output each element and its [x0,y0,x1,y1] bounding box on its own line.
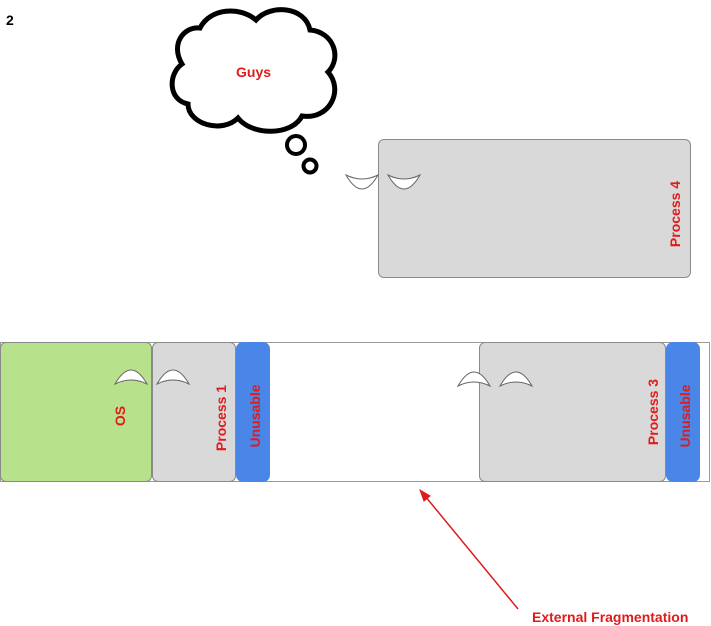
process4-block [378,139,691,278]
slide-number: 2 [6,12,14,28]
process4-eye-left-icon [344,173,380,190]
process3-eye-left-icon [456,371,492,388]
unusable2-block [666,342,700,482]
thought-dot-large [285,134,307,156]
os-eye-left-icon [113,369,149,386]
thought-dot-small [301,157,319,175]
unusable1-block [236,342,270,482]
fragmentation-arrow-line [424,495,519,610]
external-fragmentation-label: External Fragmentation [532,609,689,625]
process1-eye-right-icon [155,369,191,386]
fragmentation-arrowhead-icon [419,488,431,502]
thought-cloud-shape [169,7,338,134]
os-block [0,342,152,482]
process1-block [152,342,236,482]
process3-eye-right-icon [498,371,534,388]
thought-text: Guys [236,64,272,80]
process4-eye-right-icon [386,173,422,190]
process3-block [479,342,666,482]
